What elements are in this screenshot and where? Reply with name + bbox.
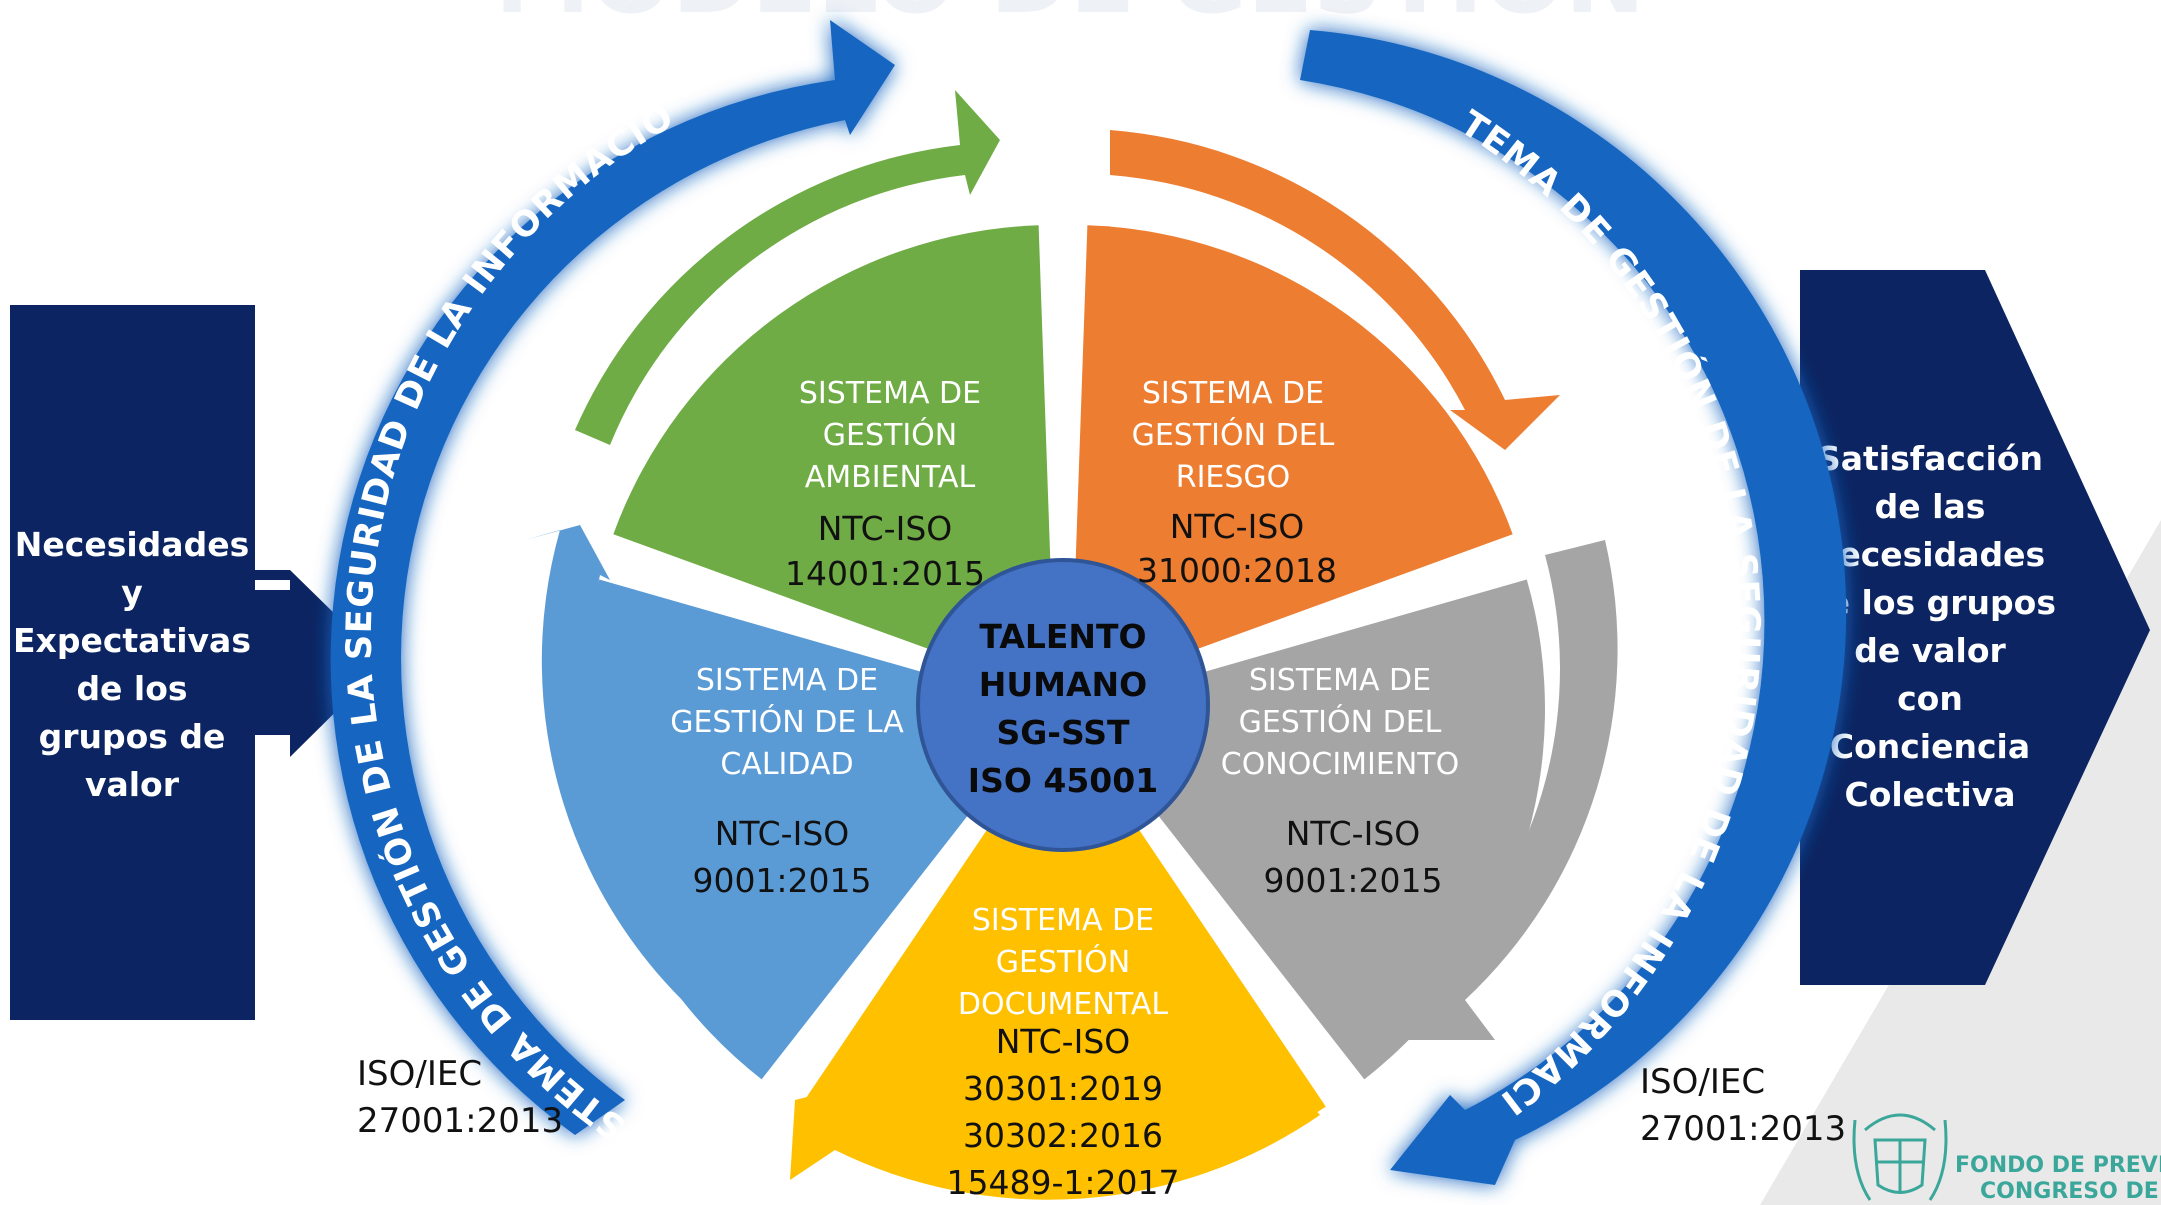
right-box-line-3: necesidades [1815, 535, 2045, 574]
ambiental-std-1: NTC-ISO [818, 509, 953, 548]
conocimiento-name-3: CONOCIMIENTO [1221, 747, 1459, 782]
iso-right-line-1: ISO/IEC [1640, 1062, 1765, 1102]
center-line-4: ISO 45001 [968, 761, 1158, 800]
ambiental-std-2: 14001:2015 [785, 554, 985, 593]
conocimiento-std-2: 9001:2015 [1263, 861, 1442, 900]
left-box-line-1: Necesidades [15, 525, 249, 564]
center-line-2: HUMANO [979, 665, 1147, 704]
ambiental-name-1: SISTEMA DE [799, 376, 981, 411]
green-cycle-arrow [575, 90, 1000, 445]
orange-cycle-arrow [1110, 130, 1560, 450]
calidad-std-1: NTC-ISO [715, 814, 850, 853]
sector-documental-labels: SISTEMA DE GESTIÓN DOCUMENTAL NTC-ISO 30… [947, 903, 1180, 1202]
right-box-line-5: de valor [1854, 631, 2006, 670]
sector-riesgo [1071, 225, 1513, 695]
ambiental-name-3: AMBIENTAL [805, 460, 976, 495]
riesgo-name-3: RIESGO [1176, 460, 1291, 495]
conocimiento-name-1: SISTEMA DE [1249, 663, 1431, 698]
blue-cycle-arrow [525, 525, 740, 1030]
documental-name-2: GESTIÓN [996, 943, 1130, 980]
iso-label-left: ISO/IEC 27001:2013 [357, 1054, 563, 1141]
ambiental-name-2: GESTIÓN [823, 416, 957, 453]
right-box-line-7: Conciencia [1830, 727, 2030, 766]
left-box-line-6: valor [85, 765, 180, 804]
sector-ambiental-labels: SISTEMA DE GESTIÓN AMBIENTAL NTC-ISO 140… [785, 376, 985, 593]
riesgo-name-1: SISTEMA DE [1142, 376, 1324, 411]
logo-line-2: CONGRESO DE LA R [1980, 1179, 2161, 1204]
iso-left-line-2: 27001:2013 [357, 1101, 563, 1141]
sector-conocimiento-labels: SISTEMA DE GESTIÓN DEL CONOCIMIENTO NTC-… [1221, 663, 1459, 900]
riesgo-std-1: NTC-ISO [1170, 507, 1305, 546]
documental-std-3: 30302:2016 [963, 1116, 1163, 1155]
outer-security-arc-left [330, 20, 895, 1135]
logo-line-1: FONDO DE PREVISIÓN [1955, 1152, 2161, 1178]
documental-std-1: NTC-ISO [996, 1022, 1131, 1061]
calidad-name-1: SISTEMA DE [696, 663, 878, 698]
center-line-1: TALENTO [979, 617, 1146, 656]
grey-cycle-arrow [1405, 540, 1618, 1040]
iso-left-line-1: ISO/IEC [357, 1054, 482, 1094]
calidad-std-2: 9001:2015 [692, 861, 871, 900]
iso-label-right: ISO/IEC 27001:2013 [1640, 1062, 1846, 1149]
iso-right-line-2: 27001:2013 [1640, 1109, 1846, 1149]
left-box-line-3: Expectativas [13, 621, 251, 660]
sector-calidad-labels: SISTEMA DE GESTIÓN DE LA CALIDAD NTC-ISO… [670, 663, 904, 900]
page-title: MODELO DE GESTIÓN [495, 0, 1646, 35]
sector-documental [800, 717, 1326, 1188]
right-box-line-1: Satisfacción [1817, 439, 2043, 478]
documental-name-1: SISTEMA DE [972, 903, 1154, 938]
documental-name-3: DOCUMENTAL [958, 987, 1168, 1022]
left-box-line-4: de los [76, 669, 187, 708]
left-needs-box: Necesidades y Expectativas de los grupos… [10, 305, 385, 1020]
right-box-line-2: de las [1875, 487, 1986, 526]
riesgo-name-2: GESTIÓN DEL [1132, 416, 1335, 453]
calidad-name-2: GESTIÓN DE LA [670, 703, 904, 740]
center-line-3: SG-SST [996, 713, 1130, 752]
fondo-prevision-logo: FONDO DE PREVISIÓN CONGRESO DE LA R [1852, 1113, 2161, 1204]
left-arrow-head [255, 570, 385, 757]
outer-security-arc-right [1300, 30, 1847, 1185]
documental-std-2: 30301:2019 [963, 1069, 1163, 1108]
coat-of-arms-icon [1852, 1113, 1948, 1201]
left-box-line-5: grupos de [39, 717, 226, 756]
left-box-line-2: y [121, 573, 143, 612]
riesgo-std-2: 31000:2018 [1137, 551, 1337, 590]
conocimiento-std-1: NTC-ISO [1286, 814, 1421, 853]
right-box-line-6: con [1897, 679, 1963, 718]
sector-ambiental [613, 225, 1055, 695]
documental-std-4: 15489-1:2017 [947, 1163, 1180, 1202]
sector-riesgo-labels: SISTEMA DE GESTIÓN DEL RIESGO NTC-ISO 31… [1132, 376, 1337, 590]
center-talent-circle: TALENTO HUMANO SG-SST ISO 45001 [916, 558, 1210, 852]
right-box-line-8: Colectiva [1844, 775, 2015, 814]
calidad-name-3: CALIDAD [720, 747, 853, 782]
conocimiento-name-2: GESTIÓN DEL [1239, 703, 1442, 740]
